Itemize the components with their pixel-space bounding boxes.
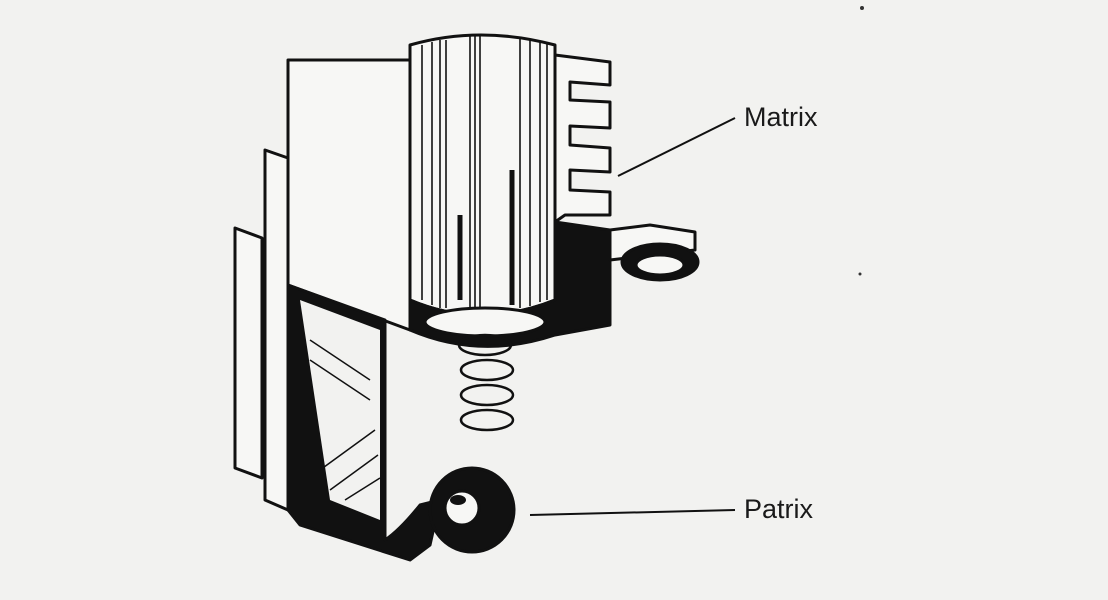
patrix-label: Patrix (744, 494, 814, 524)
matrix-label: Matrix (744, 102, 818, 132)
patrix-leader-line (529, 509, 736, 516)
matrix-fingers (553, 53, 612, 224)
back-plate-outer (233, 226, 264, 480)
matrix-leader-line (617, 117, 736, 177)
spring (457, 333, 515, 432)
matrix-body (286, 58, 412, 332)
back-plate-inner (263, 148, 290, 512)
